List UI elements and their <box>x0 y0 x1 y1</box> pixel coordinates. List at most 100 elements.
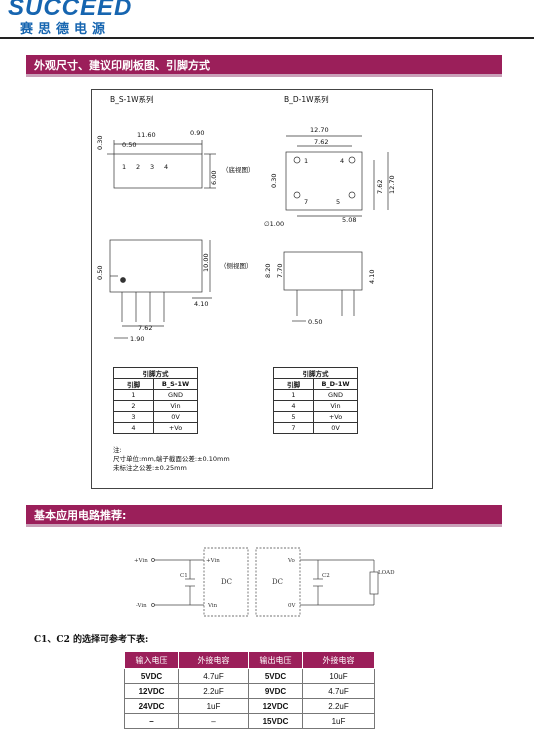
dim-d-h2: 12.70 <box>388 175 396 194</box>
table-row: 5VDC 4.7uF 5VDC 10uF <box>124 668 375 684</box>
s-series-top-view: 11.60 0.50 0.90 0.30 1 2 3 4 6.00 <box>96 129 218 189</box>
circuit-c2: C2 <box>322 573 330 579</box>
circuit-pin-vin: Vin <box>207 603 218 609</box>
dim-d-side-a: 0.30 <box>270 174 278 188</box>
cap-header: 外接电容 <box>302 651 375 669</box>
pin-number: 1 <box>113 389 154 401</box>
dim-s-pitch3: 1.90 <box>130 335 144 343</box>
output-cap: 4.7uF <box>302 683 375 699</box>
dim-d-side-h2: 7.70 <box>276 264 284 278</box>
input-voltage: 5VDC <box>124 668 179 684</box>
application-circuit: +Vin -Vin C1 +Vin Vin DC DC Vo 0V C2 LOA… <box>134 547 395 617</box>
dim-s-side-b: 0.50 <box>96 266 104 280</box>
pin-function: GND <box>153 389 198 401</box>
dim-d-h1: 7.62 <box>376 180 384 194</box>
dimension-notes: 注: 尺寸单位:mm,端子截面公差:±0.10mm 未标注之公差:±0.25mm <box>113 446 230 473</box>
bottom-view-label: （底视图） <box>222 165 255 174</box>
output-voltage: 15VDC <box>248 713 303 729</box>
note-line: 注: <box>113 446 122 454</box>
section-title-dimensions: 外观尺寸、建议印刷板图、引脚方式 <box>26 55 502 77</box>
circuit-dc-left: DC <box>221 578 232 586</box>
table-row: 4+Vo <box>113 422 198 434</box>
pin-number: 7 <box>273 422 314 434</box>
pin-number: 2 <box>113 400 154 412</box>
pin-table-d-header-pin: 引脚 <box>273 378 314 390</box>
input-voltage: – <box>124 713 179 729</box>
output-cap: 1uF <box>302 713 375 729</box>
output-cap: 10uF <box>302 668 375 684</box>
pin-function: Vin <box>153 400 198 412</box>
d-series-side-view: 8.20 7.70 4.10 0.50 <box>264 251 376 326</box>
cap-header: 外接电容 <box>178 651 249 669</box>
d-pin-1: 1 <box>304 157 308 165</box>
table-row: 24VDC 1uF 12VDC 2.2uF <box>124 698 375 714</box>
dim-s-pitch2: 7.62 <box>138 324 152 332</box>
d-pin-7: 7 <box>304 198 308 206</box>
circuit-dc-right: DC <box>272 578 283 586</box>
dim-s-body-h: 10.00 <box>202 253 210 272</box>
pin-function: +Vo <box>313 411 358 423</box>
pin-number: 4 <box>273 400 314 412</box>
circuit-load: LOAD <box>378 570 395 576</box>
s-series-title: B_S-1W系列 <box>110 94 154 104</box>
pin-function: +Vo <box>153 422 198 434</box>
output-voltage: 12VDC <box>248 698 303 714</box>
input-voltage: 12VDC <box>124 683 179 699</box>
cap-table-caption: C1、C2 的选择可参考下表: <box>34 635 149 645</box>
dim-d-width: 12.70 <box>310 126 329 134</box>
pin-number: 4 <box>113 422 154 434</box>
input-cap: 1uF <box>178 698 249 714</box>
dim-s-pin-len: 4.10 <box>194 300 208 308</box>
circuit-pin-0v: 0V <box>288 603 296 609</box>
dim-s-height: 6.00 <box>210 171 218 185</box>
input-cap: 4.7uF <box>178 668 249 684</box>
dim-s-top-width: 11.60 <box>137 131 156 139</box>
section-title-circuit: 基本应用电路推荐: <box>26 505 502 527</box>
s-pin-4: 4 <box>164 163 168 171</box>
table-row: – – 15VDC 1uF <box>124 713 375 729</box>
dim-d-pitch: 7.62 <box>314 138 328 146</box>
circuit-pin-plus-vin: +Vin <box>206 558 220 564</box>
pin-table-s-header-model: B_S-1W <box>153 378 198 390</box>
dim-d-side-offset: 0.50 <box>308 318 322 326</box>
input-cap: 2.2uF <box>178 683 249 699</box>
pin-function: Vin <box>313 400 358 412</box>
d-series-title: B_D-1W系列 <box>284 94 329 104</box>
pin-number: 5 <box>273 411 314 423</box>
pin-table-d-caption: 引脚方式 <box>273 367 358 379</box>
output-cap: 2.2uF <box>302 698 375 714</box>
dim-d-bottom: 5.08 <box>342 216 356 224</box>
company-logo: SUCCEED 赛思德电源 <box>8 0 178 37</box>
input-voltage: 24VDC <box>124 698 179 714</box>
circuit-vin-plus: +Vin <box>134 558 148 564</box>
dimension-drawing: B_S-1W系列 B_D-1W系列 11.60 0.50 0.90 0.30 1… <box>91 89 433 489</box>
table-row: 5+Vo <box>273 411 358 423</box>
d-pin-4: 4 <box>340 157 344 165</box>
circuit-vin-minus: -Vin <box>136 603 147 609</box>
output-voltage: 9VDC <box>248 683 303 699</box>
pin-table-s-header-pin: 引脚 <box>113 378 154 390</box>
note-line: 尺寸单位:mm,端子截面公差:±0.10mm <box>113 455 230 463</box>
pin-number: 3 <box>113 411 154 423</box>
s-pin-2: 2 <box>136 163 140 171</box>
pin-table-s-caption: 引脚方式 <box>113 367 198 379</box>
capacitor-table: 输入电压 外接电容 输出电压 外接电容 5VDC 4.7uF 5VDC 10uF… <box>124 651 375 729</box>
brand-name-cn: 赛思德电源 <box>20 22 111 37</box>
table-row: 12VDC 2.2uF 9VDC 4.7uF <box>124 683 375 699</box>
dimension-drawing-svg: B_S-1W系列 B_D-1W系列 11.60 0.50 0.90 0.30 1… <box>96 94 396 343</box>
pin-number: 1 <box>273 389 314 401</box>
brand-name: SUCCEED <box>8 0 133 21</box>
s-pin-1: 1 <box>122 163 126 171</box>
note-line: 未标注之公差:±0.25mm <box>113 464 187 472</box>
dim-d-pin-dia: ∅1.00 <box>264 220 284 228</box>
s-pin-3: 3 <box>150 163 154 171</box>
d-series-bottom-view: 12.70 7.62 1 4 7 5 0.30 7.62 12.70 ∅1.00… <box>264 126 396 228</box>
d-pin-5: 5 <box>336 198 340 206</box>
pin-function: GND <box>313 389 358 401</box>
